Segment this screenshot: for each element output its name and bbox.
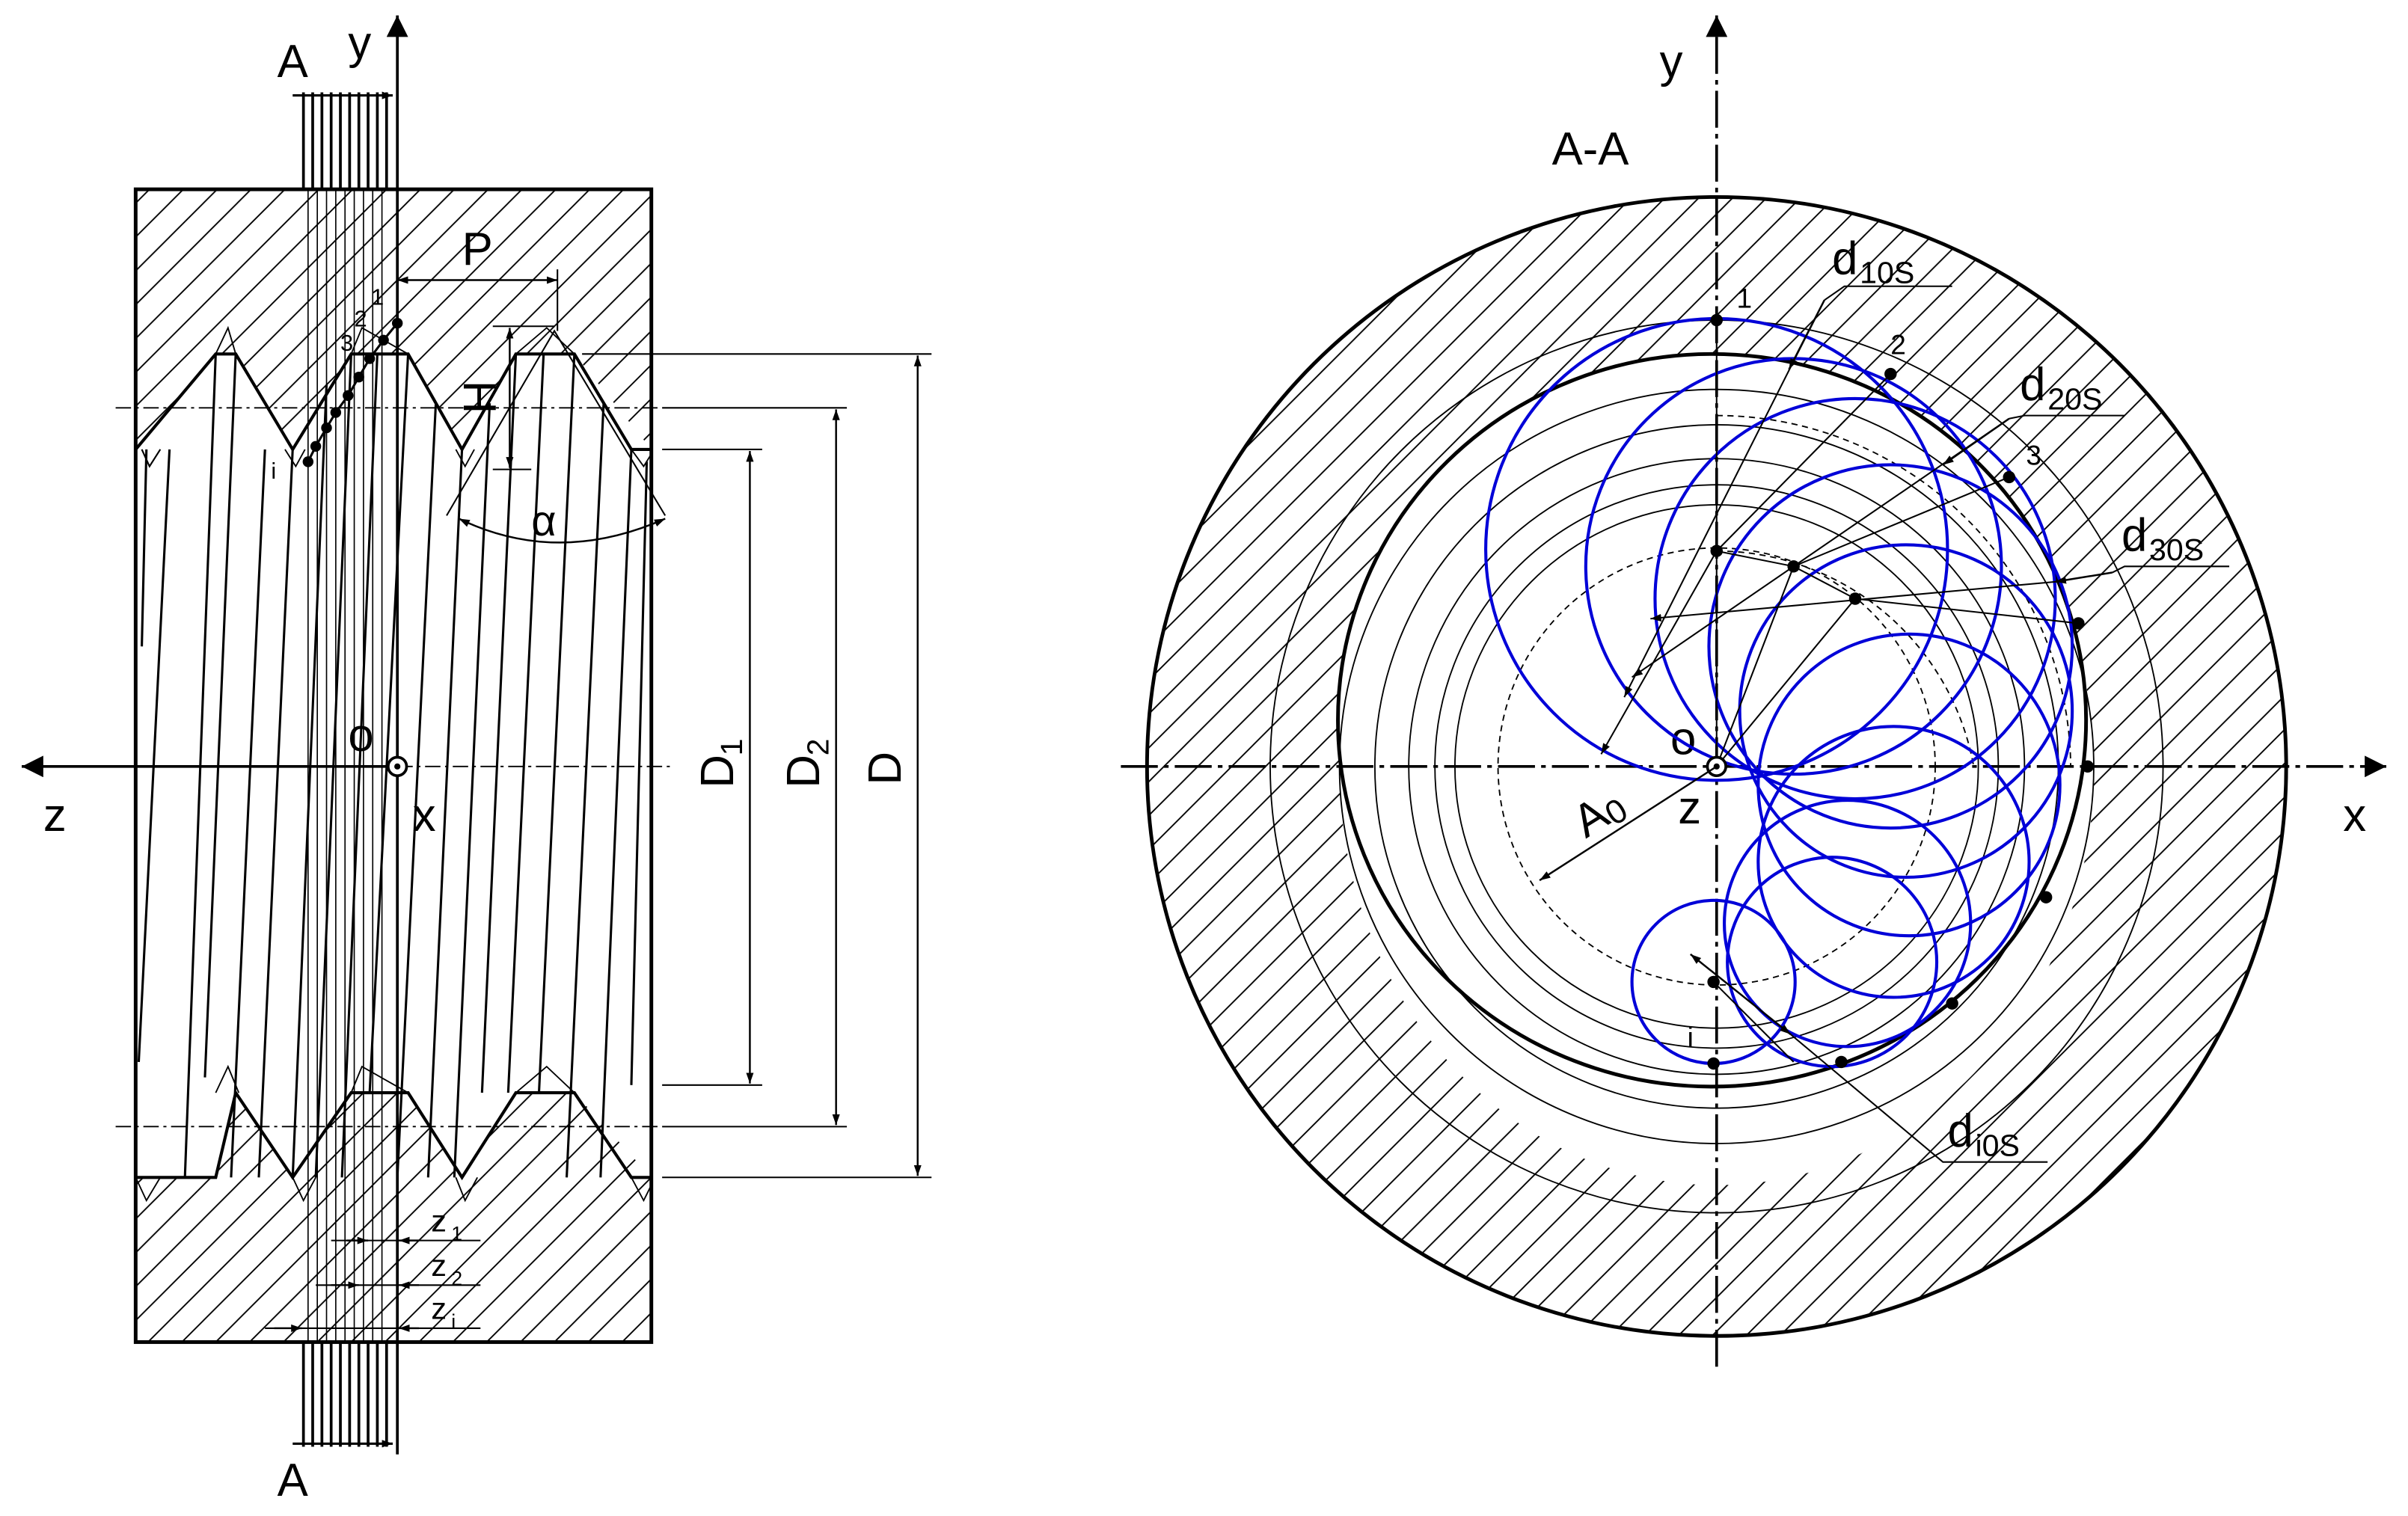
section-label-bottom: A: [278, 1455, 309, 1506]
d20s-leader-2: [1632, 417, 2010, 678]
origin-label-right: o: [1670, 713, 1696, 764]
section-title: A-A: [1552, 123, 1630, 175]
point-3-right: 3: [2026, 439, 2041, 470]
right-view: y x z o A-A 1 2: [1121, 15, 2386, 1367]
svg-text:d: d: [2020, 359, 2045, 411]
height-label: H: [455, 381, 506, 414]
label-d10s: d 10S: [1832, 233, 1914, 289]
angle-arc: [458, 518, 666, 544]
zi-label: z i: [431, 1292, 456, 1333]
svg-text:1: 1: [451, 1223, 462, 1245]
svg-text:i0S: i0S: [1975, 1128, 2019, 1162]
d30s-arrow: [2055, 571, 2113, 584]
label-d20s: d 20S: [2020, 359, 2102, 416]
a0-dimension: [1539, 765, 1718, 882]
z1-label: z 1: [431, 1203, 462, 1245]
label-d30s: d 30S: [2121, 510, 2204, 567]
d10s-leader-2: [1623, 299, 1825, 698]
svg-text:20S: 20S: [2047, 381, 2102, 416]
pitch-label: P: [462, 224, 493, 275]
d2-label: D 2: [778, 739, 835, 788]
svg-text:z: z: [431, 1292, 447, 1326]
x-axis-symbol-dot: [394, 763, 401, 770]
svg-text:D: D: [778, 755, 830, 788]
x-axis-label-right: x: [2343, 790, 2366, 841]
svg-text:D: D: [860, 752, 911, 785]
y-axis-label-right: y: [1660, 36, 1683, 88]
label-leaders: [1789, 285, 2230, 1163]
svg-text:10S: 10S: [1860, 256, 1914, 290]
contact-points-left: [302, 317, 403, 467]
y-axis-label-left: y: [348, 17, 371, 69]
svg-text:z: z: [431, 1248, 447, 1283]
point-2-right: 2: [1890, 328, 1906, 360]
thread-tip-lines-top: [141, 325, 652, 468]
hatch-bottom: [135, 1093, 652, 1342]
svg-text:30S: 30S: [2149, 533, 2204, 567]
svg-text:d: d: [1832, 233, 1857, 284]
d30s-leader-2: [1650, 580, 2056, 622]
height-extensions: [492, 325, 555, 470]
point-i-right: i: [1688, 1021, 1694, 1052]
section-label-top: A: [278, 36, 309, 88]
z-axis-label-right: z: [1678, 782, 1701, 834]
svg-text:d: d: [2121, 510, 2147, 562]
svg-text:d: d: [1947, 1105, 1973, 1157]
d-label: D: [860, 752, 911, 785]
angle-label: α: [531, 497, 556, 545]
z2-label: z 2: [431, 1248, 462, 1289]
left-view: A A y z x o 1 2 3 i P H α: [22, 15, 932, 1506]
point-2-left: 2: [355, 305, 367, 331]
svg-text:1: 1: [714, 739, 749, 756]
svg-text:z: z: [431, 1203, 447, 1238]
o-radius-arrow: [1600, 550, 1718, 755]
contact-points-right: [1707, 313, 2094, 1070]
diameter-extensions: [582, 353, 932, 1179]
svg-text:2: 2: [451, 1267, 462, 1289]
z-axis-label: z: [43, 790, 67, 841]
x-axis-label-left: x: [413, 790, 436, 841]
svg-text:2: 2: [800, 739, 835, 756]
label-di0s: d i0S: [1947, 1105, 2020, 1162]
point-i-left: i: [271, 458, 276, 484]
point-1-left: 1: [371, 283, 384, 310]
angle-legs: [446, 329, 667, 516]
point-1-right: 1: [1737, 283, 1753, 314]
d1-label: D 1: [692, 739, 749, 788]
inner-bore: [1336, 352, 2089, 1089]
di0s-dimension: [1690, 953, 1792, 1035]
section-cut-lines: [301, 92, 388, 1447]
origin-label-left: o: [348, 710, 373, 761]
svg-text:D: D: [692, 755, 744, 788]
point-3-left: 3: [340, 330, 353, 356]
svg-text:i: i: [451, 1310, 456, 1333]
thread-tip-lines-bottom: [135, 1064, 652, 1203]
